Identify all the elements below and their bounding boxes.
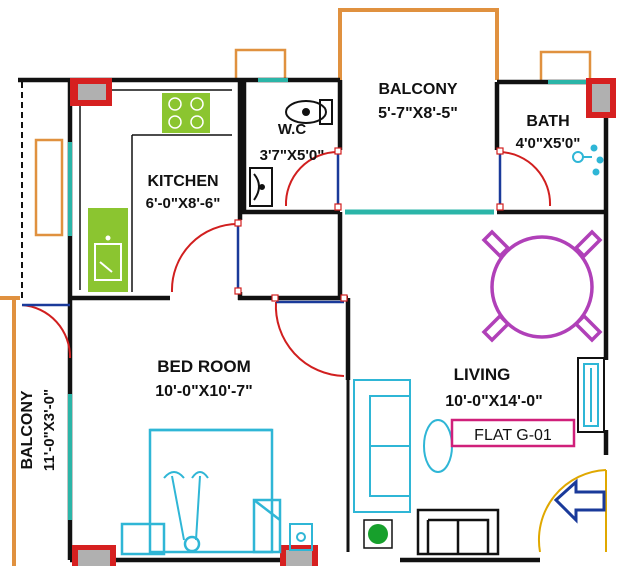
room-label-bedroom: BED ROOM 10'-0"X10'-7" [155,357,253,400]
flat-tag: FLAT G-01 [450,418,576,448]
windows [68,78,586,520]
room-name: LIVING [454,365,511,384]
room-label-wc: W.C 3'7"X5'0" [260,121,325,164]
columns [70,78,616,566]
bed-icon [120,428,282,556]
side-table-icon [289,523,313,551]
room-name: KITCHEN [147,173,218,190]
shower-icon [572,144,604,176]
toilet-icon [285,99,333,125]
room-label-balcony-top: BALCONY 5'-7"X8'-5" [378,81,458,122]
plant-icon [363,519,393,549]
room-size: 3'7"X5'0" [260,147,325,164]
room-size: 4'0"X5'0" [516,135,581,152]
room-size: 5'-7"X8'-5" [378,105,458,122]
room-name: BALCONY [378,81,457,98]
balcony-railings [0,8,592,566]
room-name: BATH [526,113,569,130]
room-size: 10'-0"X10'-7" [155,383,253,400]
kitchen-sink-icon [88,208,128,292]
room-name: W.C [278,121,306,138]
washbasin-icon [249,167,273,207]
tv-unit-icon [577,357,605,433]
dining-table-icon [481,229,603,343]
coffee-table-icon [423,419,453,473]
armchair-icon [416,508,500,556]
stove-icon [162,93,210,133]
room-name: BED ROOM [157,357,251,376]
entry-arrow-icon [553,478,606,524]
flat-tag-text: FLAT G-01 [474,427,552,444]
sofa-icon [353,379,411,513]
room-label-bath: BATH 4'0"X5'0" [516,113,581,152]
room-size: 10'-0"X14'-0" [445,393,543,410]
room-name: BALCONY [19,390,36,469]
room-label-living: LIVING 10'-0"X14'-0" [445,365,543,410]
room-label-balcony-left: BALCONY 11'-0"X3'-0" [19,389,58,471]
doors [21,151,607,553]
door-markers [234,147,504,302]
room-size: 6'-0"X8'-6" [146,195,221,212]
room-size: 11'-0"X3'-0" [41,389,58,471]
room-label-kitchen: KITCHEN 6'-0"X8'-6" [146,173,221,212]
